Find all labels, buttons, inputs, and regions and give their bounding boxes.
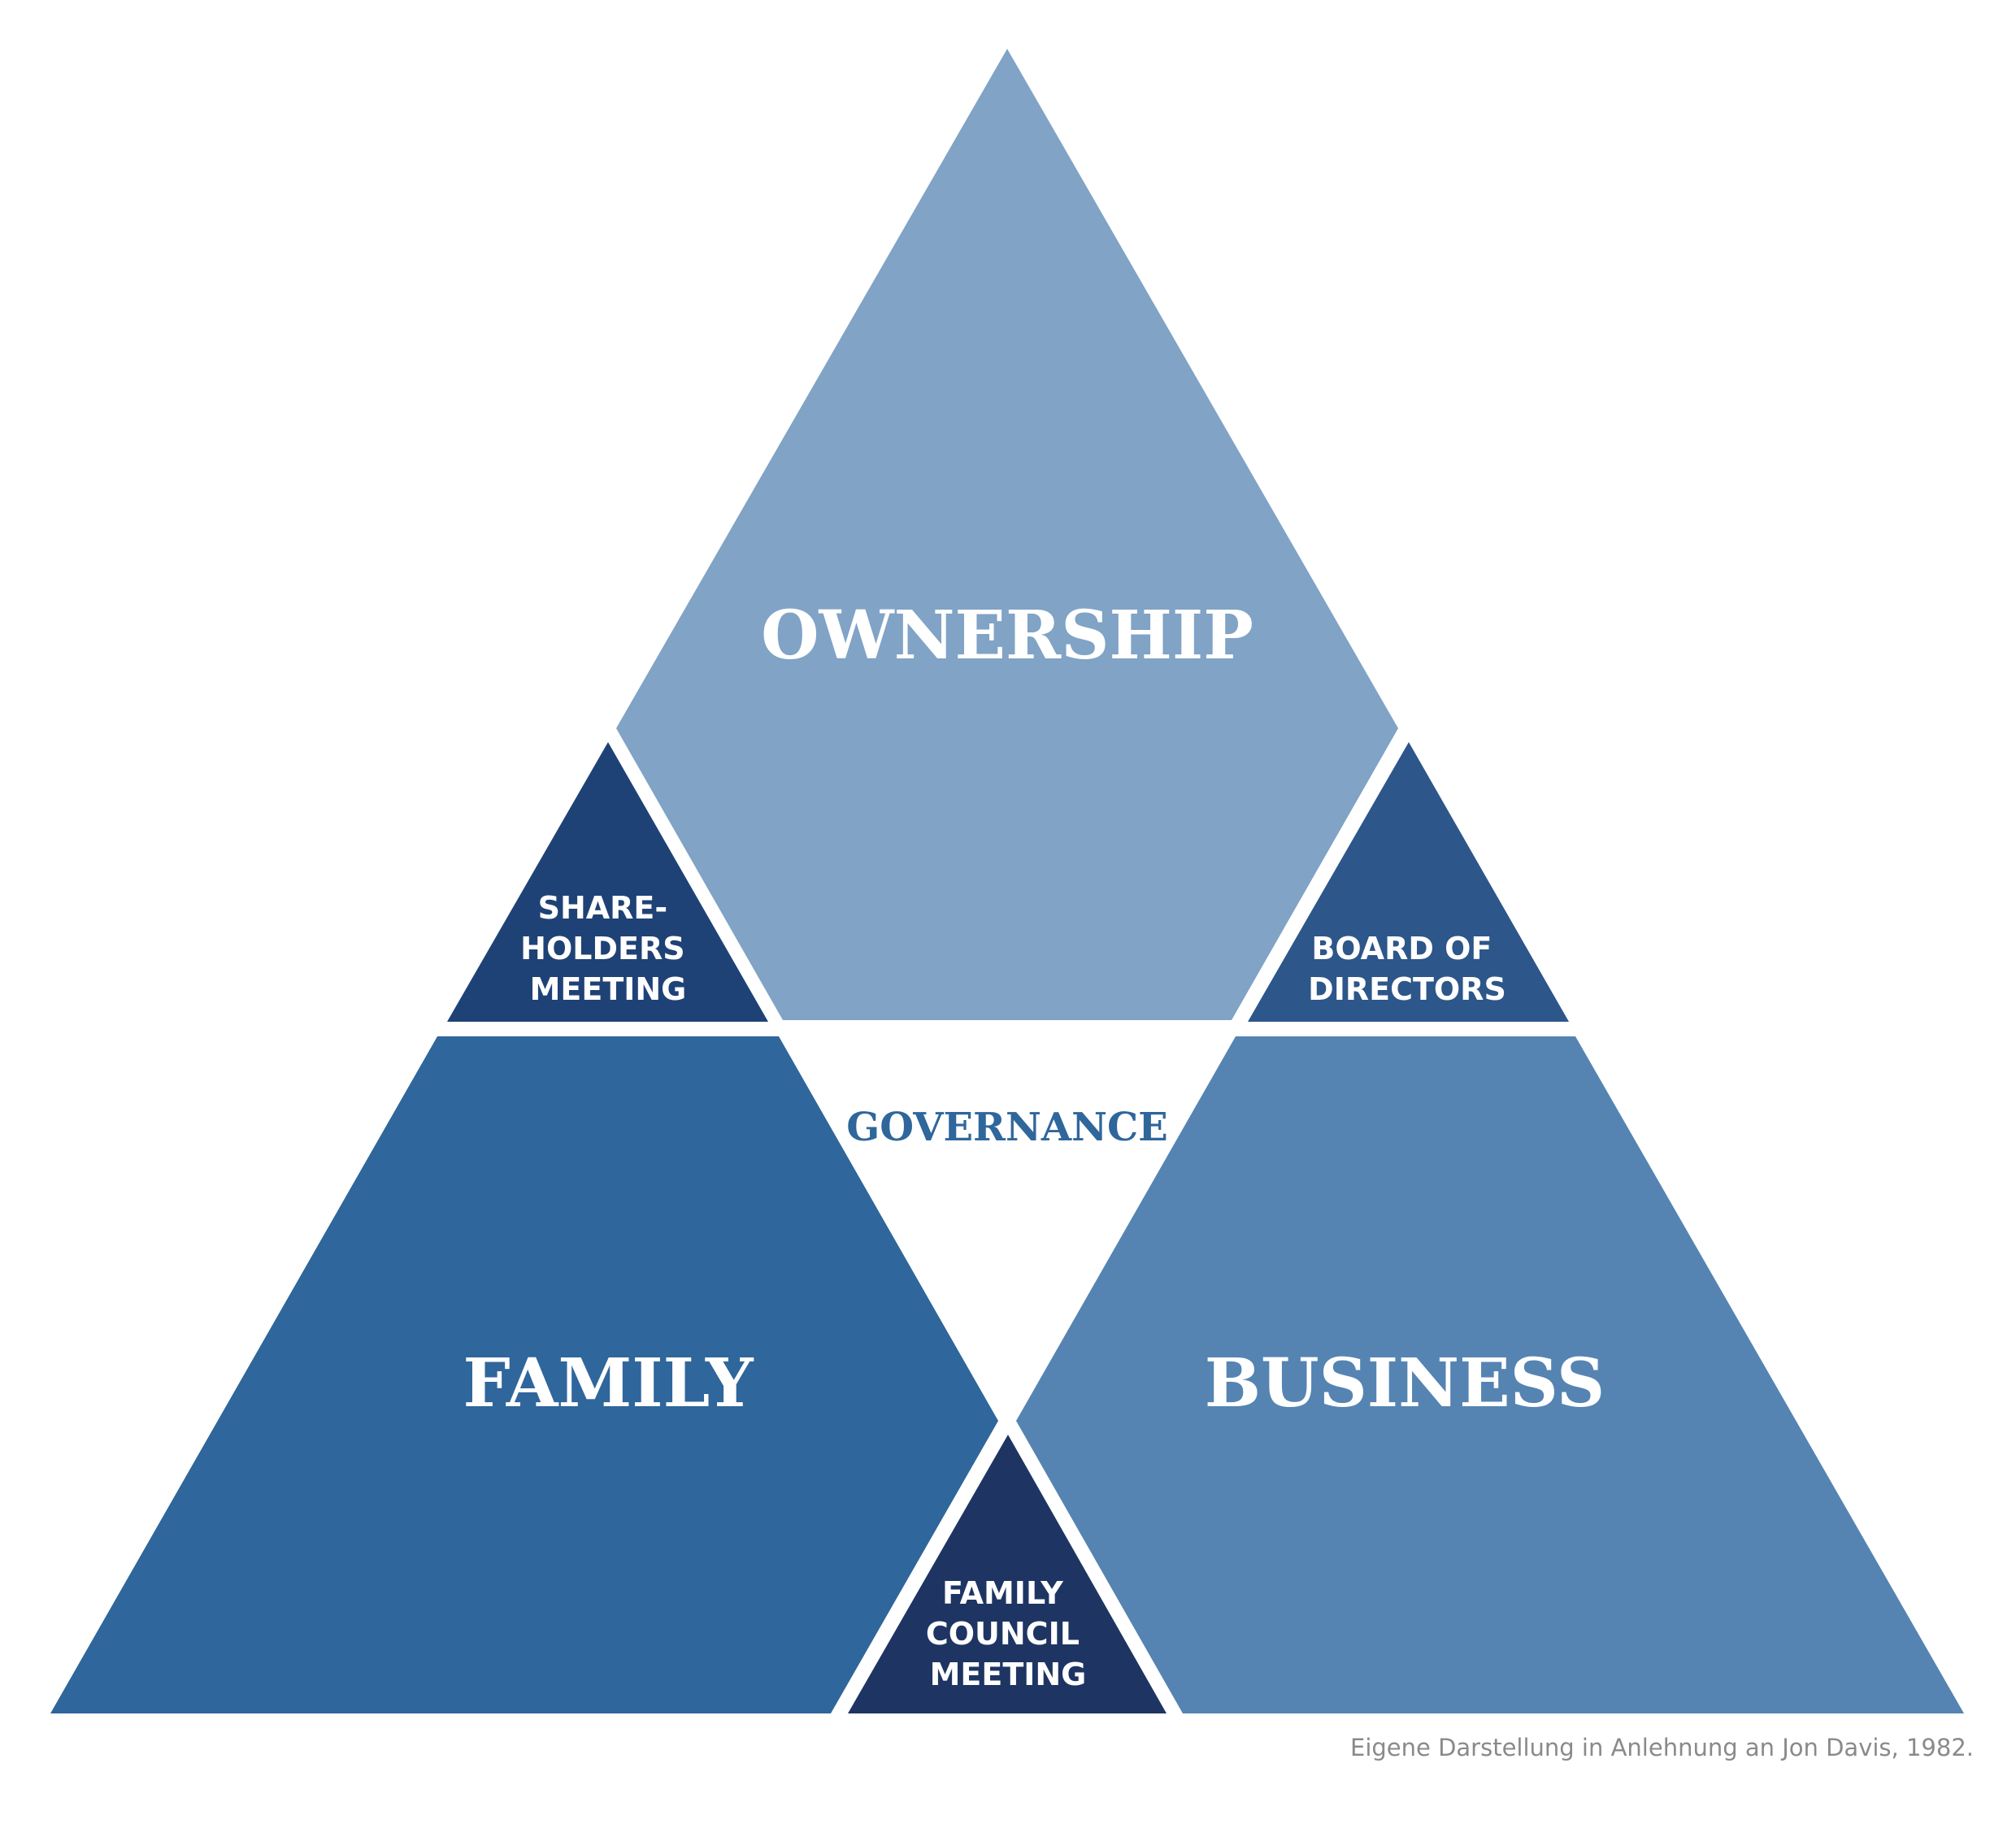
board-line-2: DIRECTORS [1308, 971, 1506, 1007]
shareholders-line-2: HOLDERS [520, 931, 684, 966]
business-label: BUSINESS [1205, 1344, 1605, 1422]
family-council-meeting-label: FAMILY COUNCIL MEETING [926, 1575, 1090, 1692]
shareholders-line-3: MEETING [530, 971, 687, 1007]
family-council-meeting-triangle [848, 1435, 1167, 1713]
board-of-directors-triangle [1248, 742, 1569, 1022]
shareholders-meeting-label: SHARE- HOLDERS MEETING [520, 890, 696, 1007]
source-caption: Eigene Darstellung in Anlehnung an Jon D… [1350, 1734, 1974, 1761]
business-segment [1016, 1036, 1964, 1713]
family-segment [50, 1036, 998, 1713]
ownership-label: OWNERSHIP [761, 597, 1253, 675]
council-line-1: FAMILY [942, 1575, 1063, 1611]
board-line-1: BOARD OF [1311, 931, 1492, 966]
family-label: FAMILY [463, 1344, 754, 1422]
governance-label: GOVERNANCE [846, 1105, 1167, 1150]
shareholders-meeting-triangle [447, 742, 768, 1022]
board-of-directors-label: BOARD OF DIRECTORS [1308, 931, 1506, 1007]
ownership-segment [616, 49, 1398, 1020]
council-line-3: MEETING [930, 1657, 1087, 1692]
shareholders-line-1: SHARE- [538, 890, 668, 926]
council-line-2: COUNCIL [926, 1616, 1080, 1652]
